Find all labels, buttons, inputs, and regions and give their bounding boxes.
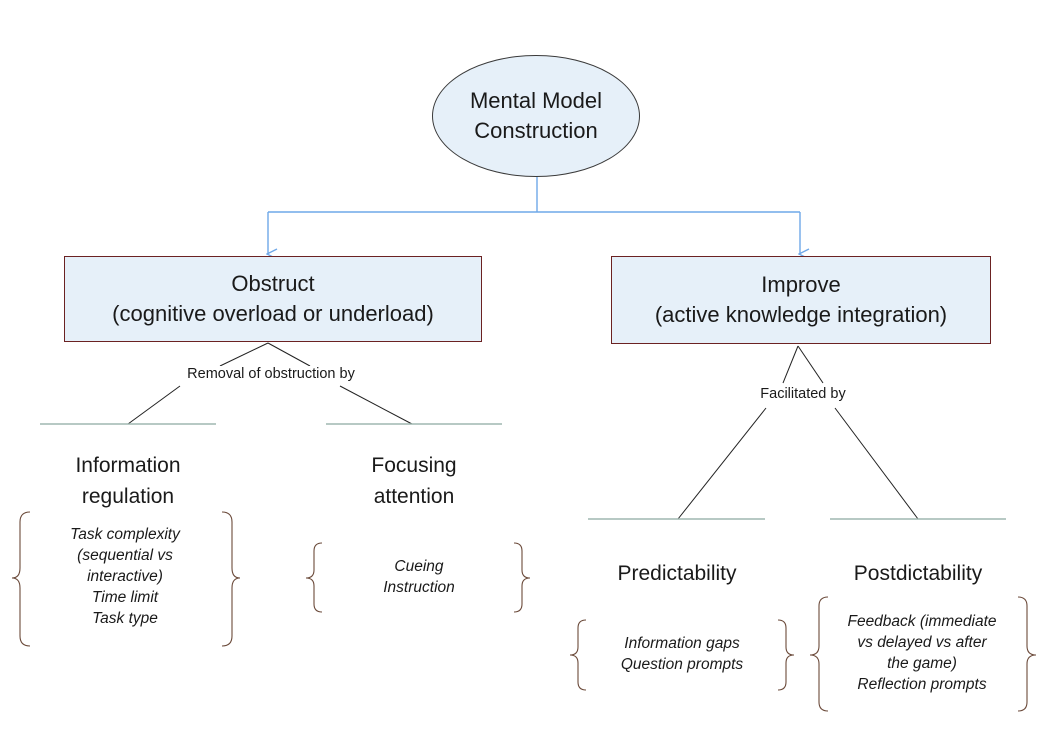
root-title-line2: Construction (474, 118, 598, 143)
brace-left-focus (305, 542, 323, 613)
category-title-line2: regulation (81, 485, 175, 508)
detail-item: Feedback (immediate (847, 613, 997, 630)
category-title-line2: attention (373, 485, 455, 508)
details-postdictability: Feedback (immediate vs delayed vs after … (847, 611, 996, 695)
improve-node: Improve (active knowledge integration) (611, 256, 991, 344)
detail-item: (sequential vs (77, 547, 173, 564)
detail-item: vs delayed vs after (857, 634, 987, 651)
detail-item: Time limit (91, 589, 159, 606)
category-title-line1: Focusing (371, 454, 457, 477)
category-postdictability: Postdictability (854, 558, 982, 589)
detail-item: Task type (92, 610, 158, 627)
detail-braces (11, 511, 1037, 712)
detail-item: Question prompts (620, 656, 744, 673)
brace-right-info (221, 511, 241, 647)
detail-item: the game) (887, 655, 957, 672)
brace-right-pred (777, 619, 795, 691)
brace-right-post (1017, 596, 1037, 712)
obstruct-connector-label: Removal of obstruction by (184, 366, 358, 382)
details-predictability: Information gaps Question prompts (621, 633, 743, 675)
category-title-line1: Information (75, 454, 181, 477)
improve-branch-lines (677, 345, 919, 520)
root-branch-arrows (268, 177, 800, 254)
detail-item: Instruction (383, 579, 455, 596)
detail-item: Cueing (394, 558, 444, 575)
brace-right-focus (513, 542, 531, 613)
category-predictability: Predictability (617, 558, 736, 589)
improve-title: Improve (761, 272, 841, 297)
details-focusing-attention: Cueing Instruction (383, 556, 455, 598)
detail-item: interactive) (87, 568, 163, 585)
brace-left-info (11, 511, 31, 647)
category-title: Postdictability (853, 562, 983, 585)
root-title-line1: Mental Model (469, 88, 603, 113)
details-information-regulation: Task complexity (sequential vs interacti… (70, 524, 180, 629)
brace-left-pred (569, 619, 587, 691)
obstruct-node: Obstruct (cognitive overload or underloa… (64, 256, 482, 342)
category-information-regulation: Information regulation (75, 450, 180, 512)
root-node-mental-model-construction: Mental Model Construction (432, 55, 640, 177)
detail-item: Reflection prompts (857, 676, 987, 693)
obstruct-branch-lines (127, 342, 413, 425)
improve-subtitle: (active knowledge integration) (654, 302, 948, 327)
improve-connector-label: Facilitated by (757, 386, 849, 402)
category-focusing-attention: Focusing attention (371, 450, 456, 512)
detail-item: Task complexity (70, 526, 180, 543)
obstruct-subtitle: (cognitive overload or underload) (112, 301, 434, 326)
obstruct-title: Obstruct (231, 271, 315, 296)
brace-left-post (809, 596, 829, 712)
category-title: Predictability (617, 562, 737, 585)
detail-item: Information gaps (624, 635, 740, 652)
